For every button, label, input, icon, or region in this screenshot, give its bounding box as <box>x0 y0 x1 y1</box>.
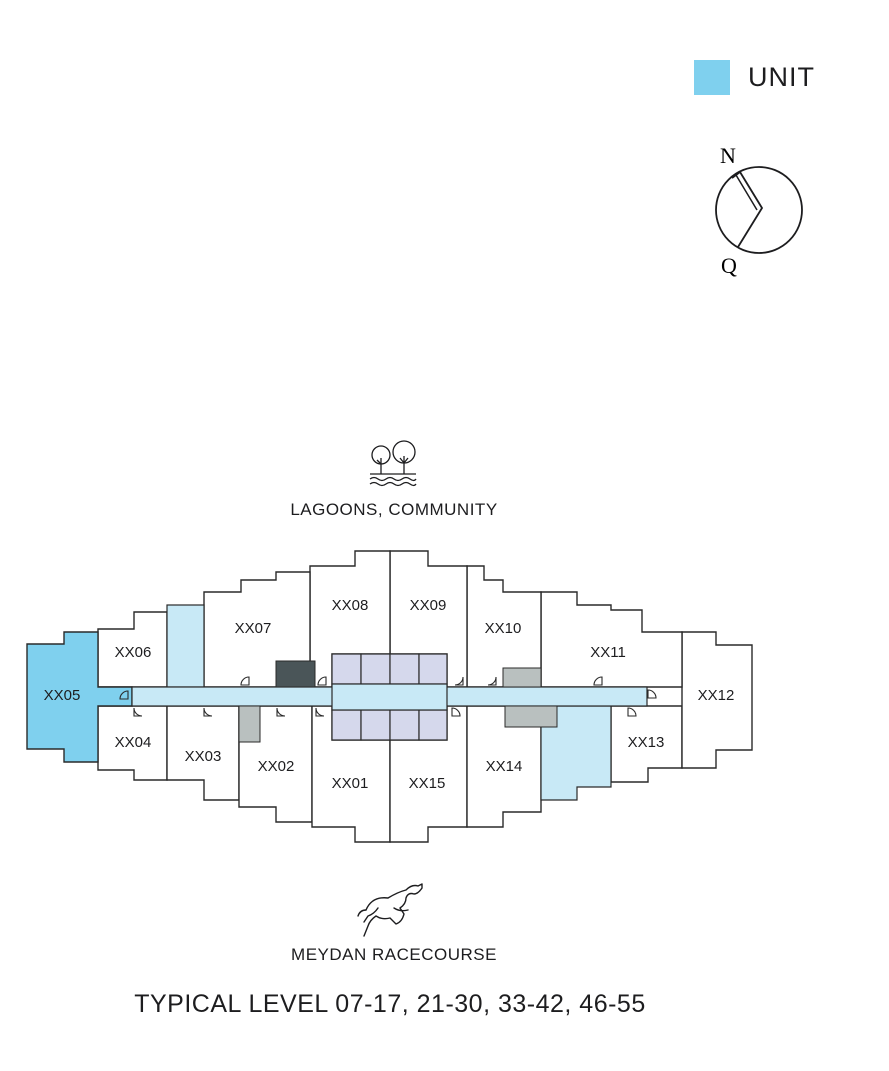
unit-label-xx13: XX13 <box>628 734 665 751</box>
compass-south-label: Q <box>721 253 737 278</box>
unit-label-xx10: XX10 <box>485 620 522 637</box>
compass-icon: N Q <box>715 143 803 278</box>
legend-swatch <box>694 60 730 95</box>
unit-label-xx06: XX06 <box>115 644 152 661</box>
lift-lobby <box>331 683 448 711</box>
unit-label-xx15: XX15 <box>409 775 446 792</box>
unit-label-xx12: XX12 <box>698 687 735 704</box>
service-room-2 <box>502 667 542 688</box>
compass-north-label: N <box>720 143 736 168</box>
unit-label-xx14: XX14 <box>486 758 523 775</box>
unit-label-xx07: XX07 <box>235 620 272 637</box>
level-title: TYPICAL LEVEL 07-17, 21-30, 33-42, 46-55 <box>134 990 646 1018</box>
building-outline <box>97 550 753 843</box>
floor-plan: LAGOONS, COMMUNITY <box>26 440 753 964</box>
unit-label-xx02: XX02 <box>258 758 295 775</box>
door-swings <box>119 676 657 717</box>
unit-label-xx01: XX01 <box>332 775 369 792</box>
service-room-1 <box>238 705 261 743</box>
legend-label: UNIT <box>748 62 815 92</box>
balcony-strip <box>166 604 205 688</box>
view-label-bottom: MEYDAN RACECOURSE <box>291 945 497 964</box>
unit-xx11-shape <box>540 591 683 688</box>
unit-label-xx09: XX09 <box>410 597 447 614</box>
unit-label-xx03: XX03 <box>185 748 222 765</box>
service-room-dark <box>275 660 316 688</box>
legend: UNIT <box>694 60 815 95</box>
unit-label-xx04: XX04 <box>115 734 152 751</box>
unit-xx12-shape <box>681 631 753 769</box>
unit-label-xx11: XX11 <box>590 644 626 661</box>
horse-icon <box>357 883 423 937</box>
unit-label-xx05: XX05 <box>44 687 81 704</box>
view-label-top: LAGOONS, COMMUNITY <box>290 500 497 519</box>
service-room-3 <box>504 705 558 728</box>
trees-water-icon <box>369 440 417 487</box>
unit-label-xx08: XX08 <box>332 597 369 614</box>
